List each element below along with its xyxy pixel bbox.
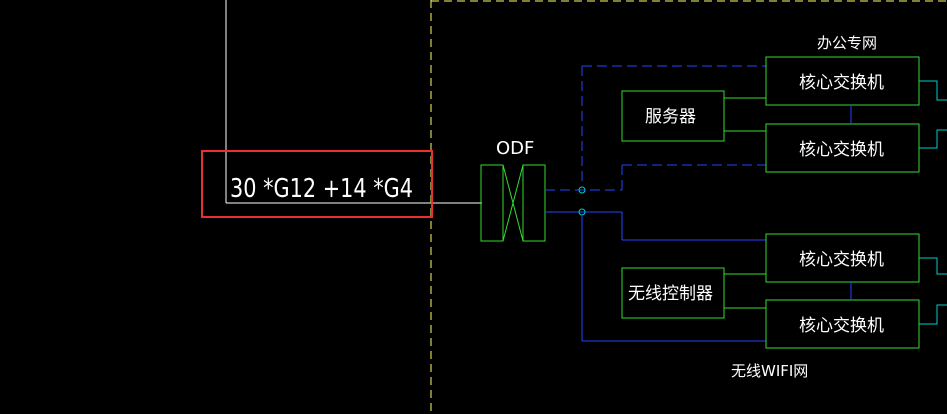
odf-symbol [480,164,546,242]
core-switch-4-label: 核心交换机 [799,316,884,336]
junction-upper [578,186,586,194]
odf-label: ODF [496,138,534,159]
wireless-controller-box [621,267,725,319]
server-label: 服务器 [645,107,696,127]
wireless-controller-label: 无线控制器 [628,284,713,304]
core-switch-3-label: 核心交换机 [799,250,884,270]
cable-label-highlight [201,150,433,218]
office-network-label: 办公专网 [817,34,877,52]
server-box [621,90,725,142]
core-switch-2-label: 核心交换机 [799,140,884,160]
wifi-network-label: 无线WIFI网 [731,362,808,380]
right-edge-stubs [919,80,947,325]
cable-label: 30 *G12 +14 *G4 [230,174,413,204]
junction-lower [578,208,586,216]
core-switch-1-label: 核心交换机 [799,73,884,93]
